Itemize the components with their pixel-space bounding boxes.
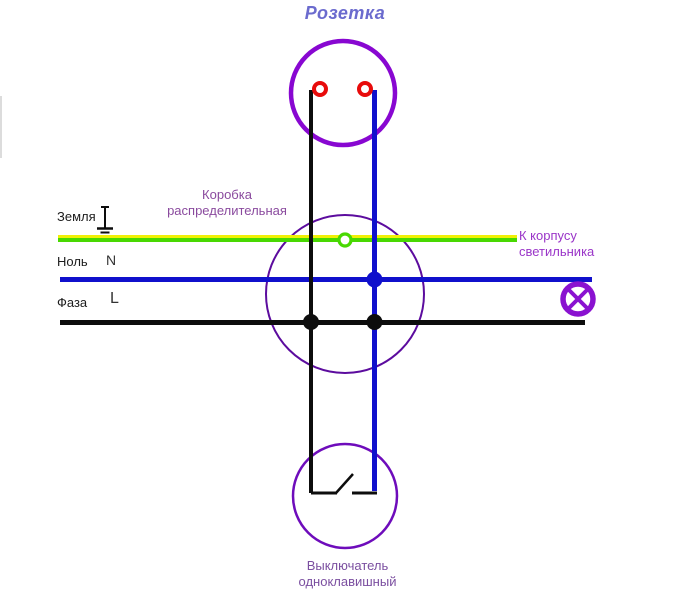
socket-terminal-right — [357, 81, 373, 97]
neutral-wire-label: Ноль — [57, 254, 88, 269]
neutral-wire — [60, 277, 592, 282]
junction-box-circle — [265, 214, 425, 374]
neutral-drop-wire — [372, 90, 377, 491]
phase-junction-dot-left — [303, 314, 319, 330]
junction-box-label-line2: распределительная — [167, 203, 287, 218]
switch-circle — [291, 442, 399, 550]
ground-wire-yellow-stripe — [58, 235, 517, 238]
phase-drop-wire — [309, 90, 313, 493]
switch-label: Выключатель одноклавишный — [245, 558, 450, 590]
switch-contact-symbol — [311, 473, 377, 495]
scan-edge-artifact — [0, 96, 2, 158]
phase-letter: L — [110, 290, 119, 307]
ground-junction-ring — [337, 232, 353, 248]
lamp-symbol — [560, 281, 596, 317]
junction-box-label-line1: Коробка — [202, 187, 252, 202]
junction-box-label: Коробка распределительная — [112, 187, 342, 219]
phase-wire-label: Фаза — [57, 295, 88, 310]
phase-wire — [60, 320, 585, 325]
socket-circle — [288, 38, 398, 148]
phase-junction-dot-right — [366, 314, 383, 330]
lamp-note-line1: К корпусу — [519, 228, 577, 243]
ground-symbol — [97, 206, 113, 237]
ground-wire — [58, 238, 517, 242]
neutral-junction-dot — [366, 271, 383, 288]
lamp-note-line2: светильника — [519, 244, 595, 259]
ground-wire-label: Земля — [57, 209, 96, 224]
socket-title: Розетка — [304, 3, 386, 23]
switch-label-line1: Выключатель — [306, 558, 389, 573]
socket-terminal-left — [312, 81, 328, 97]
switch-label-line2: одноклавишный — [298, 574, 397, 589]
lamp-note-label: К корпусу светильника — [519, 228, 594, 260]
neutral-letter: N — [106, 252, 117, 268]
